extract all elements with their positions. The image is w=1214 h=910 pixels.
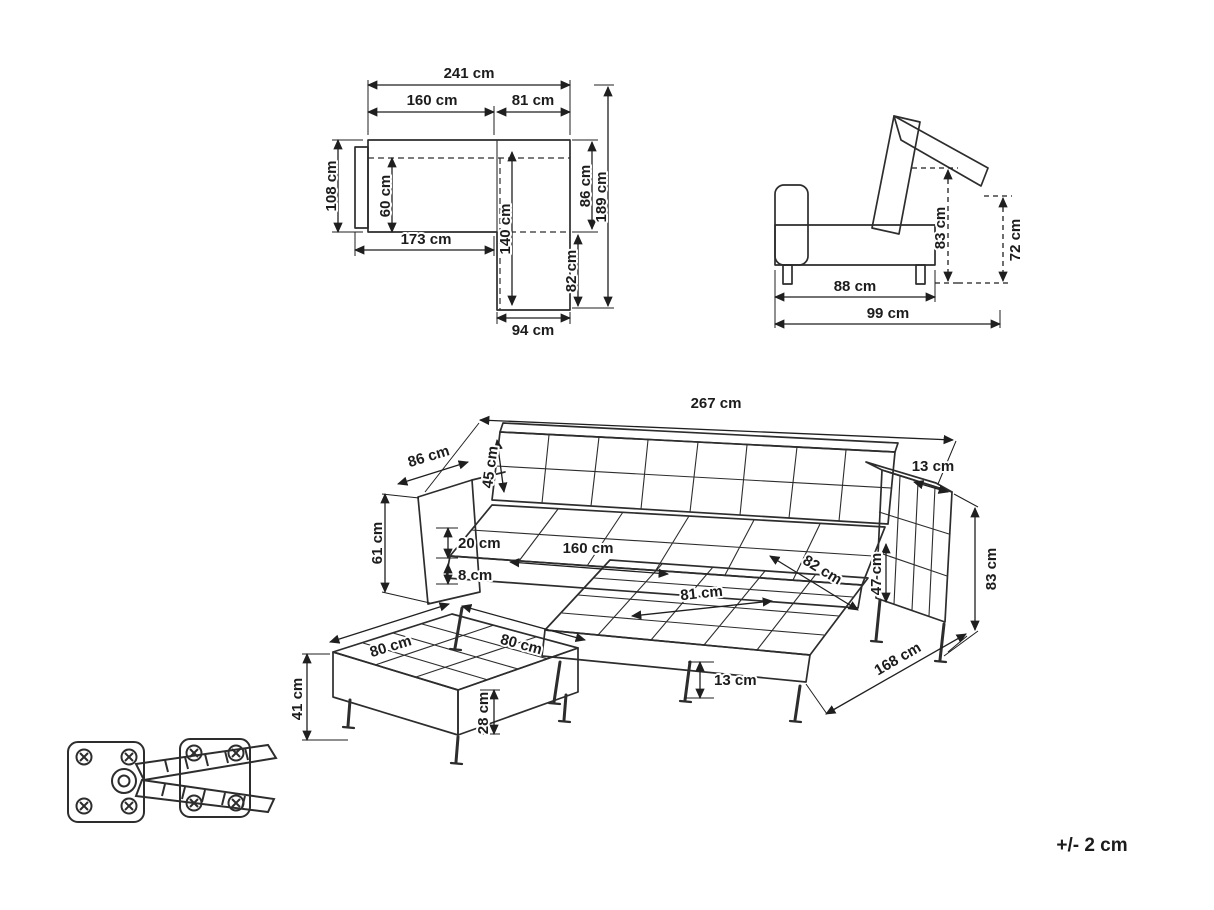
plan-right-width-label: 81 cm [512, 92, 555, 109]
ottoman-view: 80 cm 80 cm 41 cm 28 cm [287, 602, 587, 766]
mechanism-left-plate [67, 741, 145, 823]
main-clearance-label: 8 cm [458, 567, 492, 584]
ottoman-legs [341, 693, 572, 766]
plan-chaise-lower-label: 82 cm [563, 250, 580, 293]
main-arm-inner-label: 47 cm [868, 553, 885, 596]
mechanism-left-screws [75, 748, 138, 815]
main-total-width-label: 267 cm [691, 395, 742, 412]
side-extension-lines [774, 167, 1012, 328]
ottoman-height-label: 41 cm [289, 678, 306, 721]
side-reclined-height-label: 72 cm [1007, 219, 1024, 262]
side-seat [774, 224, 936, 266]
main-back-cushion-label: 45 cm [479, 445, 502, 489]
side-backrest-reclined [893, 115, 989, 187]
side-dimension-lines [773, 168, 1008, 329]
plan-outline [367, 139, 571, 311]
sofa-legs [448, 598, 948, 724]
mechanism-pivot-outer [111, 768, 137, 794]
plan-chaise-width-label: 94 cm [512, 322, 555, 339]
plan-foldout-dashed-lines [368, 157, 570, 310]
plan-dimension-lines [333, 80, 613, 323]
mechanism-ratchet-jaws [134, 743, 278, 814]
ottoman-depth-label: 80 cm [498, 631, 543, 658]
main-total-height-label: 83 cm [983, 548, 1000, 591]
plan-seat-depth-label: 60 cm [377, 175, 394, 218]
main-seat-front-label: 20 cm [458, 535, 501, 552]
side-total-depth-label: 99 cm [867, 305, 910, 322]
plan-left-armrest [354, 146, 369, 229]
ottoman-front [332, 651, 459, 736]
side-view: 88 cm 99 cm 83 cm 72 cm [773, 115, 1026, 329]
sofa-left-arm [417, 479, 481, 605]
plan-left-width-label: 160 cm [407, 92, 458, 109]
chaise-cushion-front [541, 629, 811, 683]
ottoman-dimension-lines [302, 602, 587, 742]
side-seat-depth-label: 88 cm [834, 278, 877, 295]
mechanism-right-plate [179, 738, 251, 818]
sofa-back-top-edge [499, 422, 899, 453]
plan-view: 241 cm 160 cm 81 cm 108 cm 60 cm 173 cm … [321, 63, 614, 341]
sofa-right-arm [875, 469, 953, 623]
main-seat-length-label: 160 cm [563, 540, 614, 557]
side-upright-height-label: 83 cm [932, 207, 949, 250]
plan-total-depth-label: 189 cm [593, 172, 610, 223]
main-arm-top-label: 13 cm [912, 458, 955, 475]
right-arm-tufting [876, 475, 950, 617]
main-leg-height-label: 13 cm [714, 672, 757, 689]
recline-mechanism-icon [67, 738, 278, 823]
sofa-back-tufting [495, 434, 892, 522]
main-dimension-lines [380, 415, 980, 715]
main-arm-height-label: 61 cm [369, 522, 386, 565]
ottoman-extension-lines [302, 653, 500, 741]
mechanism-pivot-inner [117, 774, 131, 788]
ottoman-width-label: 80 cm [368, 632, 414, 661]
main-chaise-width-label: 81 cm [679, 583, 723, 604]
plan-chaise-length-label: 140 cm [497, 204, 514, 255]
side-backrest-upright [871, 115, 921, 235]
plan-body-length-label: 173 cm [401, 231, 452, 248]
chaise-tufting [561, 563, 854, 651]
ottoman-box-height-label: 28 cm [475, 692, 492, 735]
plan-body-depth-label: 108 cm [323, 161, 340, 212]
plan-total-width-label: 241 cm [444, 65, 495, 82]
plan-chaise-upper-label: 86 cm [577, 165, 594, 208]
tolerance-note: +/- 2 cm [1056, 835, 1127, 856]
ottoman-side [457, 647, 579, 736]
side-legs [782, 264, 926, 285]
